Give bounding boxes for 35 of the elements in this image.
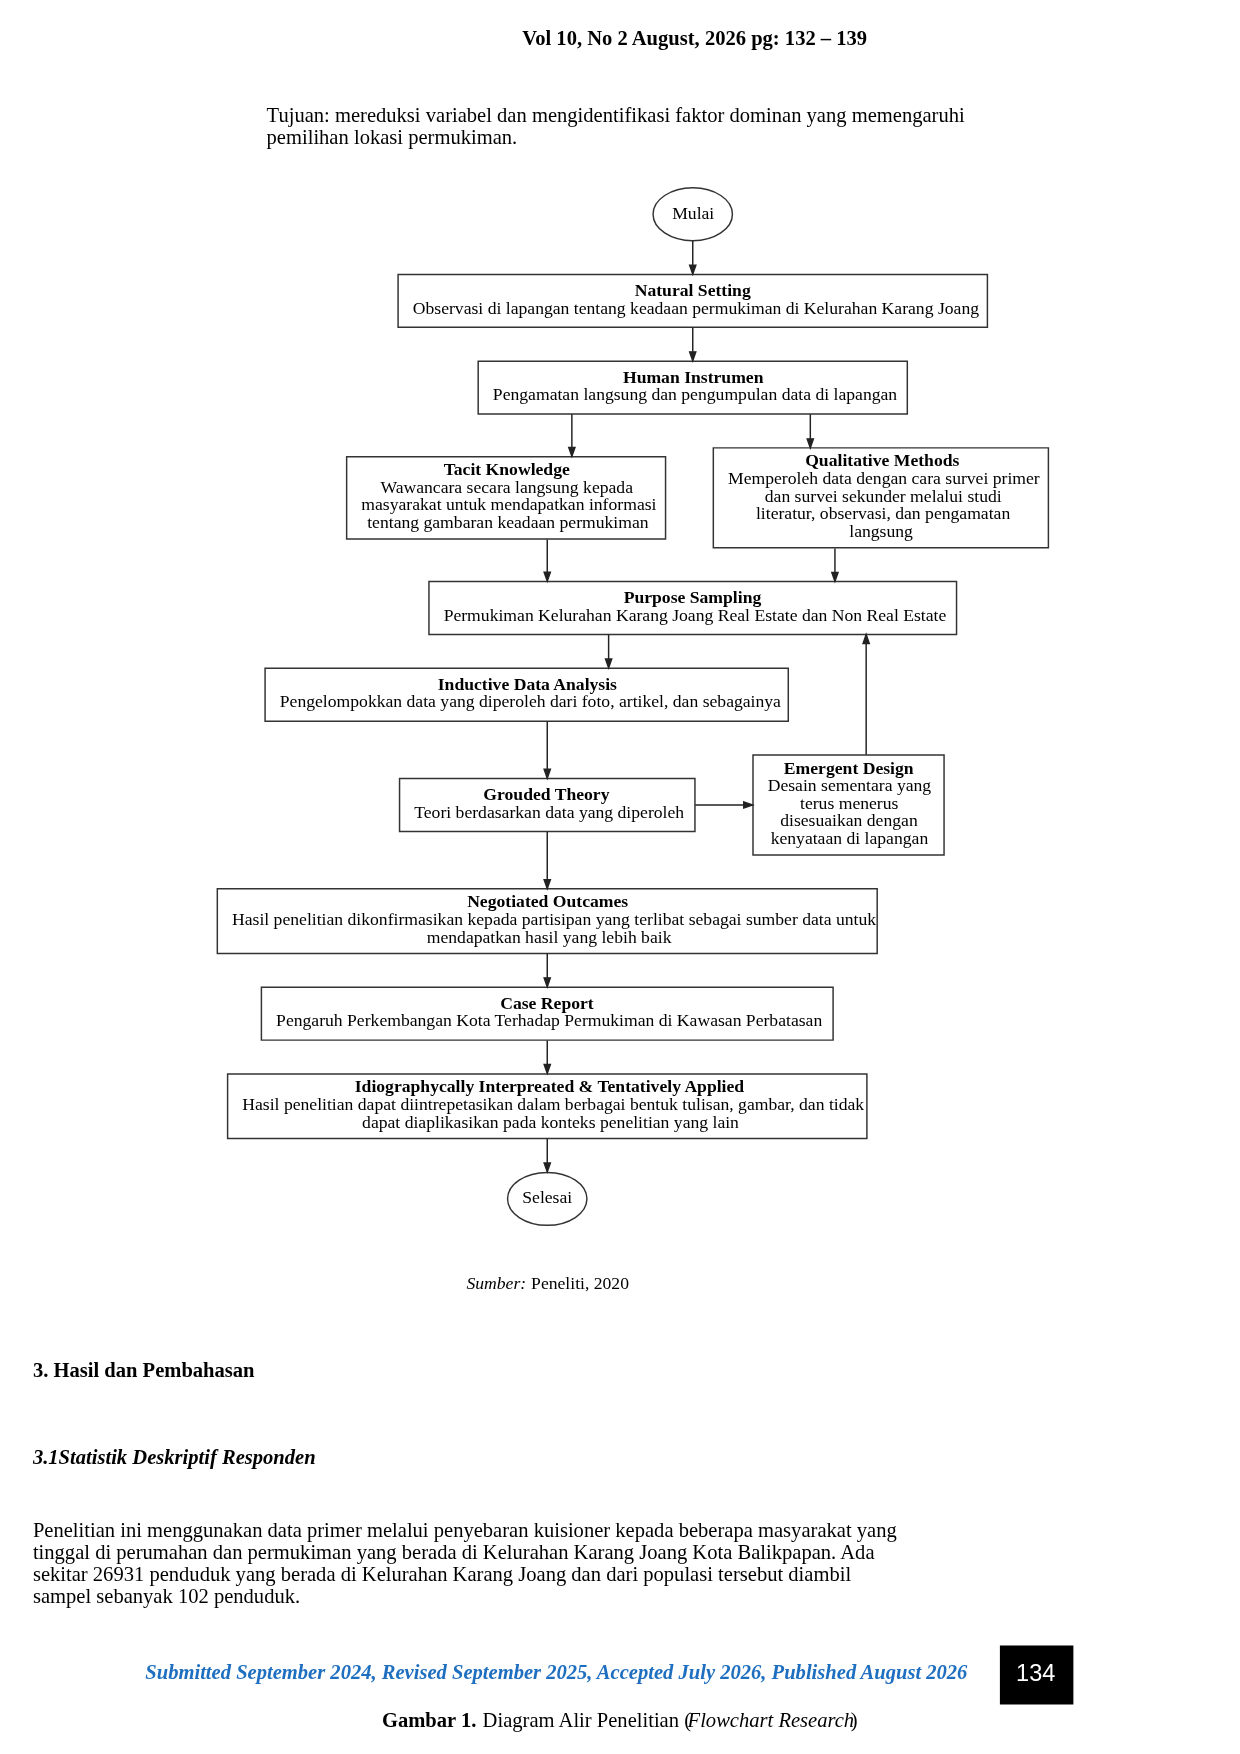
arrow (567, 413, 576, 459)
node-box: Negotiated Outcames Hasil penelitian dikonfirmasikan kepada partisipan yang terlibat sebagai sumber data untuk mendapatkan hasil yang lebih baik (216, 888, 878, 955)
arrow (543, 720, 552, 781)
label: Vol 10, No 2 August, 2026 pg: 132 – 139 (522, 26, 868, 49)
arrow (862, 632, 871, 756)
node-box: Idiographycally Interpreated & Tentatively Applied Hasil penelitian dapat diintrepetasikan dalam berbagai bentuk tulisan, gambar, dan tidak dapat diaplikasikan pada konteks penelitian yang lain (226, 1073, 868, 1140)
node-ellipse: Selesai (506, 1171, 588, 1227)
arrow (543, 538, 552, 584)
node-box: Tacit Knowledge Wawancara secara langsung kepada masyarakat untuk mendapatkan informasi tentang gambaran keadaan permukiman (345, 455, 667, 540)
node-box: Case Report Pengaruh Perkembangan Kota Terhadap Permukiman di Kawasan Perbatasan (260, 986, 834, 1041)
label: Penelitian ini menggunakan data primer melalui penyebaran kuisioner kepada beberapa masyarakat yang tinggal di perumahan dan permukiman yang berada di Kelurahan Karang Joang Kota Balikpapan. Ada sekitar 26931 penduduk yang berada di Kelurahan Karang Joang dan dari populasi tersebut diambil sampel sebanyak 102 penduduk. (32, 1519, 897, 1608)
label: Sumber: Peneliti, 2020 (466, 1272, 630, 1293)
arrow (543, 1039, 552, 1076)
node-box: Human Instrumen Pengamatan langsung dan pengumpulan data di lapangan (477, 360, 909, 415)
label: Tujuan: mereduksi variabel dan mengidentifikasi faktor dominan yang memengaruhi pemilihan lokasi permukiman. (266, 103, 965, 148)
arrow (688, 239, 697, 277)
node-box: Qualitative Methods Memperoleh data dengan cara survei primer dan survei sekunder melalui studi literatur, observasi, dan pengamatan langsung (712, 447, 1050, 549)
arrow (543, 952, 552, 989)
node-box: Emergent Design Desain sementara yang terus menerus disesuaikan dengan kenyataan di lapangan (752, 754, 945, 856)
arrow (806, 413, 815, 450)
node-box: Natural Setting Observasi di lapangan tentang keadaan permukiman di Kelurahan Karang Joang (397, 273, 989, 329)
node-box: Grouded Theory Teori berdasarkan data yang diperoleh (398, 777, 696, 833)
arrow (543, 1137, 552, 1175)
arrow (830, 547, 840, 584)
arrow (688, 326, 697, 363)
arrow (604, 633, 613, 671)
label: Submitted September 2024, Revised September 2025, Accepted July 2026, Published August 2026 (145, 1660, 968, 1683)
node-ellipse: Mulai (652, 187, 734, 242)
arrow (694, 800, 755, 810)
label: 134 (1016, 1659, 1056, 1686)
node-box: Purpose Sampling Permukiman Kelurahan Karang Joang Real Estate dan Non Real Estate (428, 580, 958, 636)
label: 3. Hasil dan Pembahasan (32, 1358, 255, 1381)
node-box: Inductive Data Analysis Pengelompokkan data yang diperoleh dari foto, artikel, dan sebagainya (264, 667, 789, 722)
label: 3.1Statistik Deskriptif Responden (32, 1445, 316, 1468)
arrow (543, 831, 552, 891)
